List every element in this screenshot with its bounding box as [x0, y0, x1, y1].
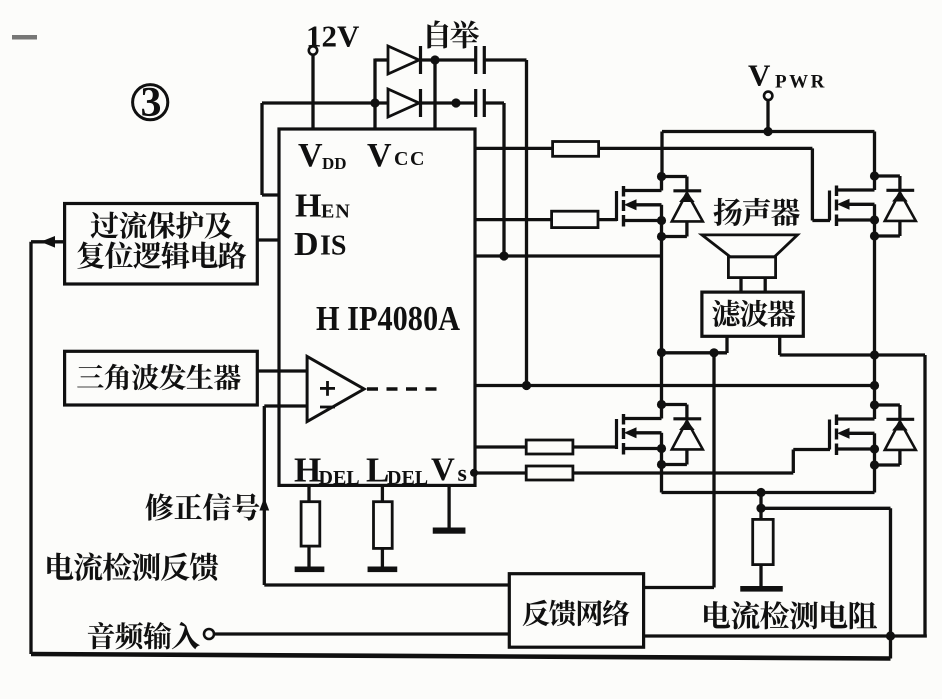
svg-text:IS: IS: [320, 231, 346, 262]
svg-text:H: H: [295, 188, 321, 225]
svg-text:3: 3: [141, 80, 162, 126]
svg-text:H IP4080A: H IP4080A: [316, 299, 461, 338]
svg-text:s: s: [458, 461, 467, 487]
svg-text:DD: DD: [322, 154, 347, 173]
svg-text:12V: 12V: [306, 19, 360, 54]
svg-text:DEL: DEL: [319, 467, 360, 489]
svg-text:H: H: [294, 451, 321, 490]
svg-text:V: V: [367, 137, 392, 174]
svg-text:V: V: [431, 452, 455, 488]
svg-text:PWR: PWR: [775, 72, 827, 93]
svg-text:L: L: [366, 451, 389, 490]
svg-text:V: V: [748, 58, 771, 93]
svg-text:DEL: DEL: [387, 467, 428, 489]
svg-text:EN: EN: [321, 201, 351, 223]
svg-text:CC: CC: [394, 148, 426, 170]
svg-text:V: V: [298, 137, 323, 174]
svg-text:D: D: [294, 226, 319, 263]
